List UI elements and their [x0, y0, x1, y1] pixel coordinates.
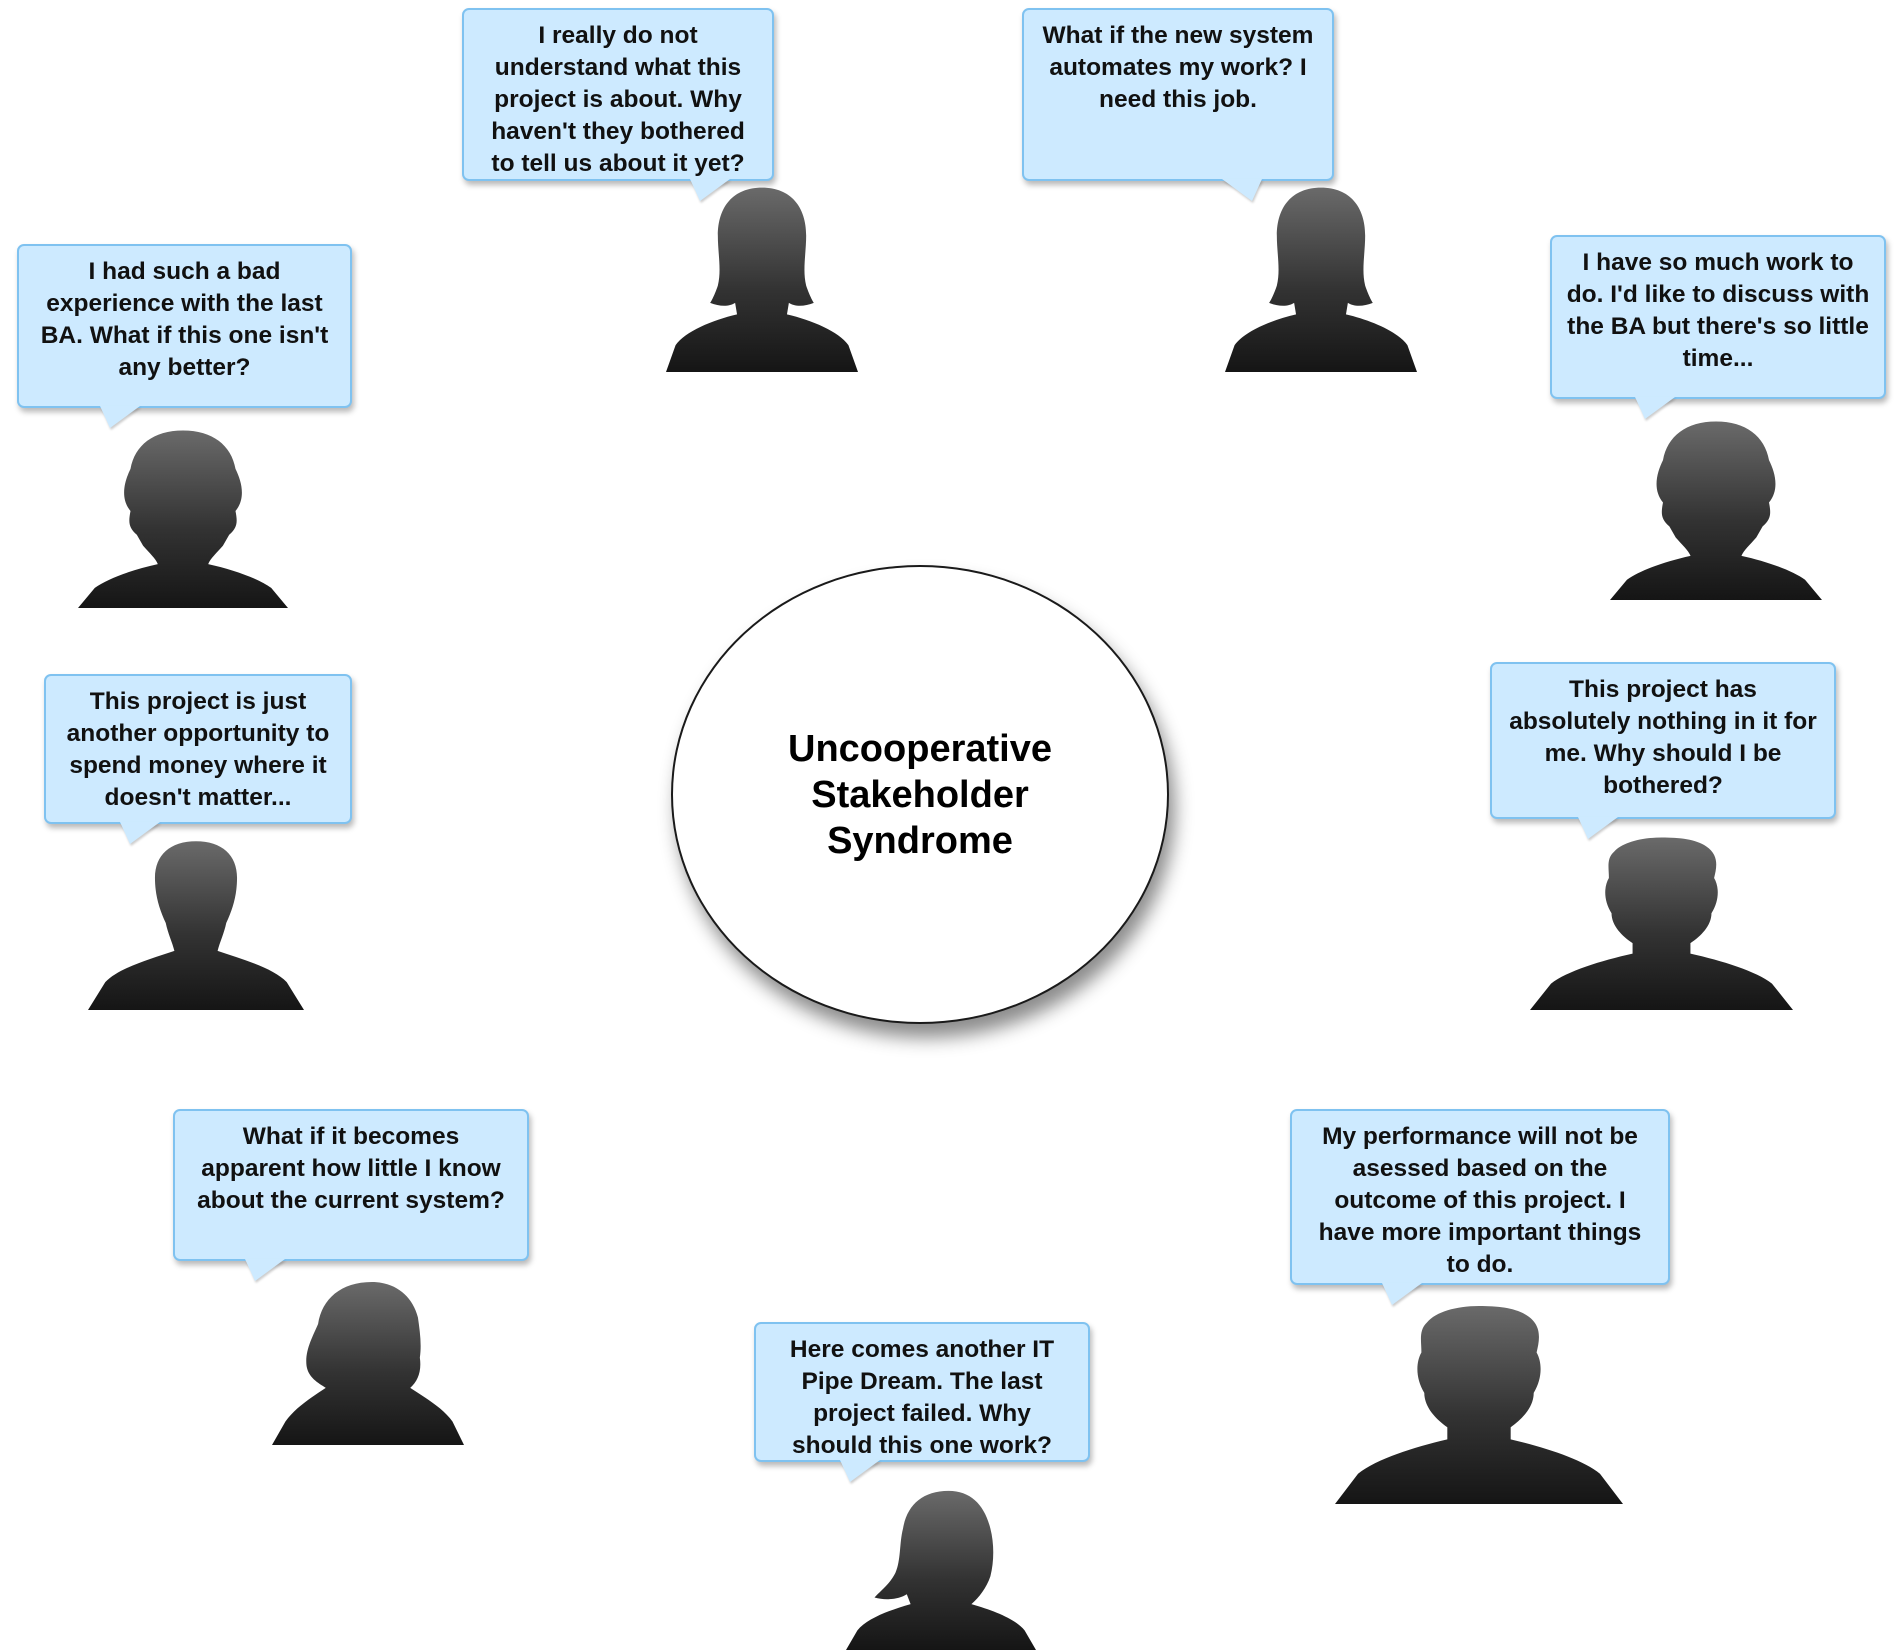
- bubble-text: Here comes another IT Pipe Dream. The la…: [789, 1336, 1055, 1459]
- speech-bubble-nothing-for-me: This project has absolutely nothing in i…: [1490, 662, 1836, 819]
- person-silhouette-icon: [846, 1486, 1036, 1650]
- speech-bubble-tail: [1635, 397, 1675, 419]
- speech-bubble-tail: [245, 1259, 285, 1281]
- person-silhouette-icon: [78, 425, 288, 608]
- speech-bubble-bad-experience: I had such a bad experience with the las…: [17, 244, 352, 408]
- person-silhouette-icon: [1335, 1302, 1623, 1504]
- person-silhouette-icon: [666, 180, 858, 372]
- bubble-text: This project has absolutely nothing in i…: [1509, 676, 1817, 799]
- speech-bubble-spend-money: This project is just another opportunity…: [44, 674, 352, 824]
- center-title-line-1: Uncooperative: [788, 727, 1052, 770]
- speech-bubble-tail: [690, 179, 730, 201]
- speech-bubble-how-little-i-know: What if it becomes apparent how little I…: [173, 1109, 529, 1261]
- speech-bubble-tail: [840, 1460, 880, 1482]
- speech-bubble-pipe-dream: Here comes another IT Pipe Dream. The la…: [754, 1322, 1090, 1462]
- center-title-line-3: Syndrome: [827, 819, 1013, 862]
- speech-bubble-tail: [120, 822, 160, 844]
- bubble-text: I really do not understand what this pro…: [491, 22, 745, 177]
- center-title: Uncooperative Stakeholder Syndrome: [770, 726, 1070, 864]
- speech-bubble-project-about: I really do not understand what this pro…: [462, 8, 774, 181]
- speech-bubble-tail: [1578, 817, 1618, 839]
- bubble-text: What if it becomes apparent how little I…: [197, 1123, 505, 1214]
- bubble-text: My performance will not be asessed based…: [1318, 1123, 1642, 1278]
- center-title-line-2: Stakeholder: [811, 773, 1029, 816]
- speech-bubble-performance: My performance will not be asessed based…: [1290, 1109, 1670, 1285]
- person-silhouette-icon: [1225, 180, 1417, 372]
- bubble-text: This project is just another opportunity…: [66, 688, 330, 811]
- bubble-text: I had such a bad experience with the las…: [40, 258, 329, 381]
- person-silhouette-icon: [272, 1277, 464, 1445]
- speech-bubble-so-much-work: I have so much work to do. I'd like to d…: [1550, 235, 1886, 399]
- bubble-text: What if the new system automates my work…: [1042, 22, 1314, 113]
- person-silhouette-icon: [88, 836, 304, 1010]
- speech-bubble-tail: [1382, 1283, 1422, 1305]
- speech-bubble-tail: [100, 406, 140, 428]
- speech-bubble-automates-work: What if the new system automates my work…: [1022, 8, 1334, 181]
- person-silhouette-icon: [1610, 416, 1822, 600]
- speech-bubble-tail: [1222, 179, 1262, 201]
- center-concept-circle: Uncooperative Stakeholder Syndrome: [671, 565, 1169, 1024]
- bubble-text: I have so much work to do. I'd like to d…: [1566, 249, 1870, 372]
- person-silhouette-icon: [1530, 834, 1793, 1010]
